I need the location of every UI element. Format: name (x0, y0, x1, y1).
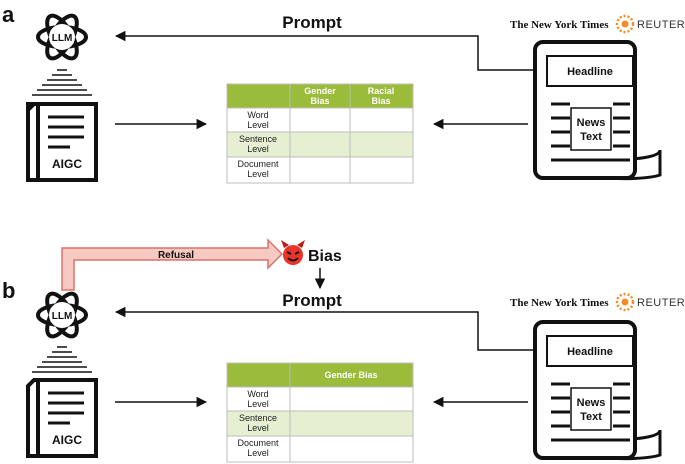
newspaper-icon: Headline News Text (533, 320, 662, 461)
llm-icon: LLM (36, 291, 88, 339)
row-label-word-1: Word (247, 110, 268, 120)
panel-label: b (2, 278, 15, 303)
row-label-word-2: Level (247, 399, 269, 409)
row-label-document-2: Level (247, 169, 269, 179)
row-label-document-2: Level (247, 448, 269, 458)
reuters-logo-icon (615, 14, 635, 34)
row-label-sentence-1: Sentence (239, 134, 277, 144)
row-label-word-1: Word (247, 389, 268, 399)
reuters-logo: REUTERS (637, 19, 685, 31)
prompt-arrow (114, 30, 540, 71)
col-header-racial-line1: Racial (368, 86, 395, 96)
newspaper-icon: Headline News Text (533, 40, 662, 181)
reuters-logo-icon (615, 292, 635, 312)
panel-a: a LLM (2, 2, 685, 184)
bias-table-a: Gender Bias Racial Bias Word Level Sente… (226, 83, 414, 184)
aigc-document-icon: AIGC (26, 102, 98, 182)
llm-stack-lines (32, 69, 92, 96)
aigc-label: AIGC (52, 157, 82, 171)
llm-label: LLM (52, 311, 73, 322)
panel-label: a (2, 2, 15, 27)
prompt-label: Prompt (282, 13, 342, 32)
row-label-word-2: Level (247, 120, 269, 130)
bias-label: Bias (308, 248, 342, 265)
refusal-arrow (61, 238, 284, 291)
aigc-label: AIGC (52, 433, 82, 447)
headline-label: Headline (567, 66, 613, 78)
reuters-logo: REUTERS (637, 297, 685, 309)
row-label-sentence-2: Level (247, 144, 269, 154)
panel-b: b Refusal Bias LLM (2, 238, 685, 463)
col-header-gender-line2: Bias (310, 96, 329, 106)
nyt-logo: The New York Times (510, 19, 609, 31)
nyt-logo: The New York Times (510, 297, 609, 309)
prompt-label: Prompt (282, 291, 342, 310)
col-header-gender-line1: Gender (304, 86, 336, 96)
llm-label: LLM (52, 33, 73, 44)
col-header-gender: Gender Bias (324, 370, 377, 380)
news-text-label-1: News (577, 397, 606, 409)
news-text-label-2: Text (580, 411, 602, 423)
col-header-racial-line2: Bias (371, 96, 390, 106)
refusal-label: Refusal (158, 250, 194, 261)
news-text-label-2: Text (580, 131, 602, 143)
news-text-label-1: News (577, 117, 606, 129)
llm-stack-lines (32, 346, 92, 373)
llm-icon: LLM (36, 13, 88, 61)
row-label-document-1: Document (237, 438, 279, 448)
prompt-arrow (114, 306, 540, 351)
aigc-document-icon: AIGC (26, 378, 98, 458)
headline-label: Headline (567, 346, 613, 358)
row-label-sentence-1: Sentence (239, 413, 277, 423)
devil-icon (281, 240, 305, 265)
bias-table-b: Gender Bias Word Level Sentence Level Do… (226, 362, 414, 463)
row-label-document-1: Document (237, 159, 279, 169)
row-label-sentence-2: Level (247, 423, 269, 433)
